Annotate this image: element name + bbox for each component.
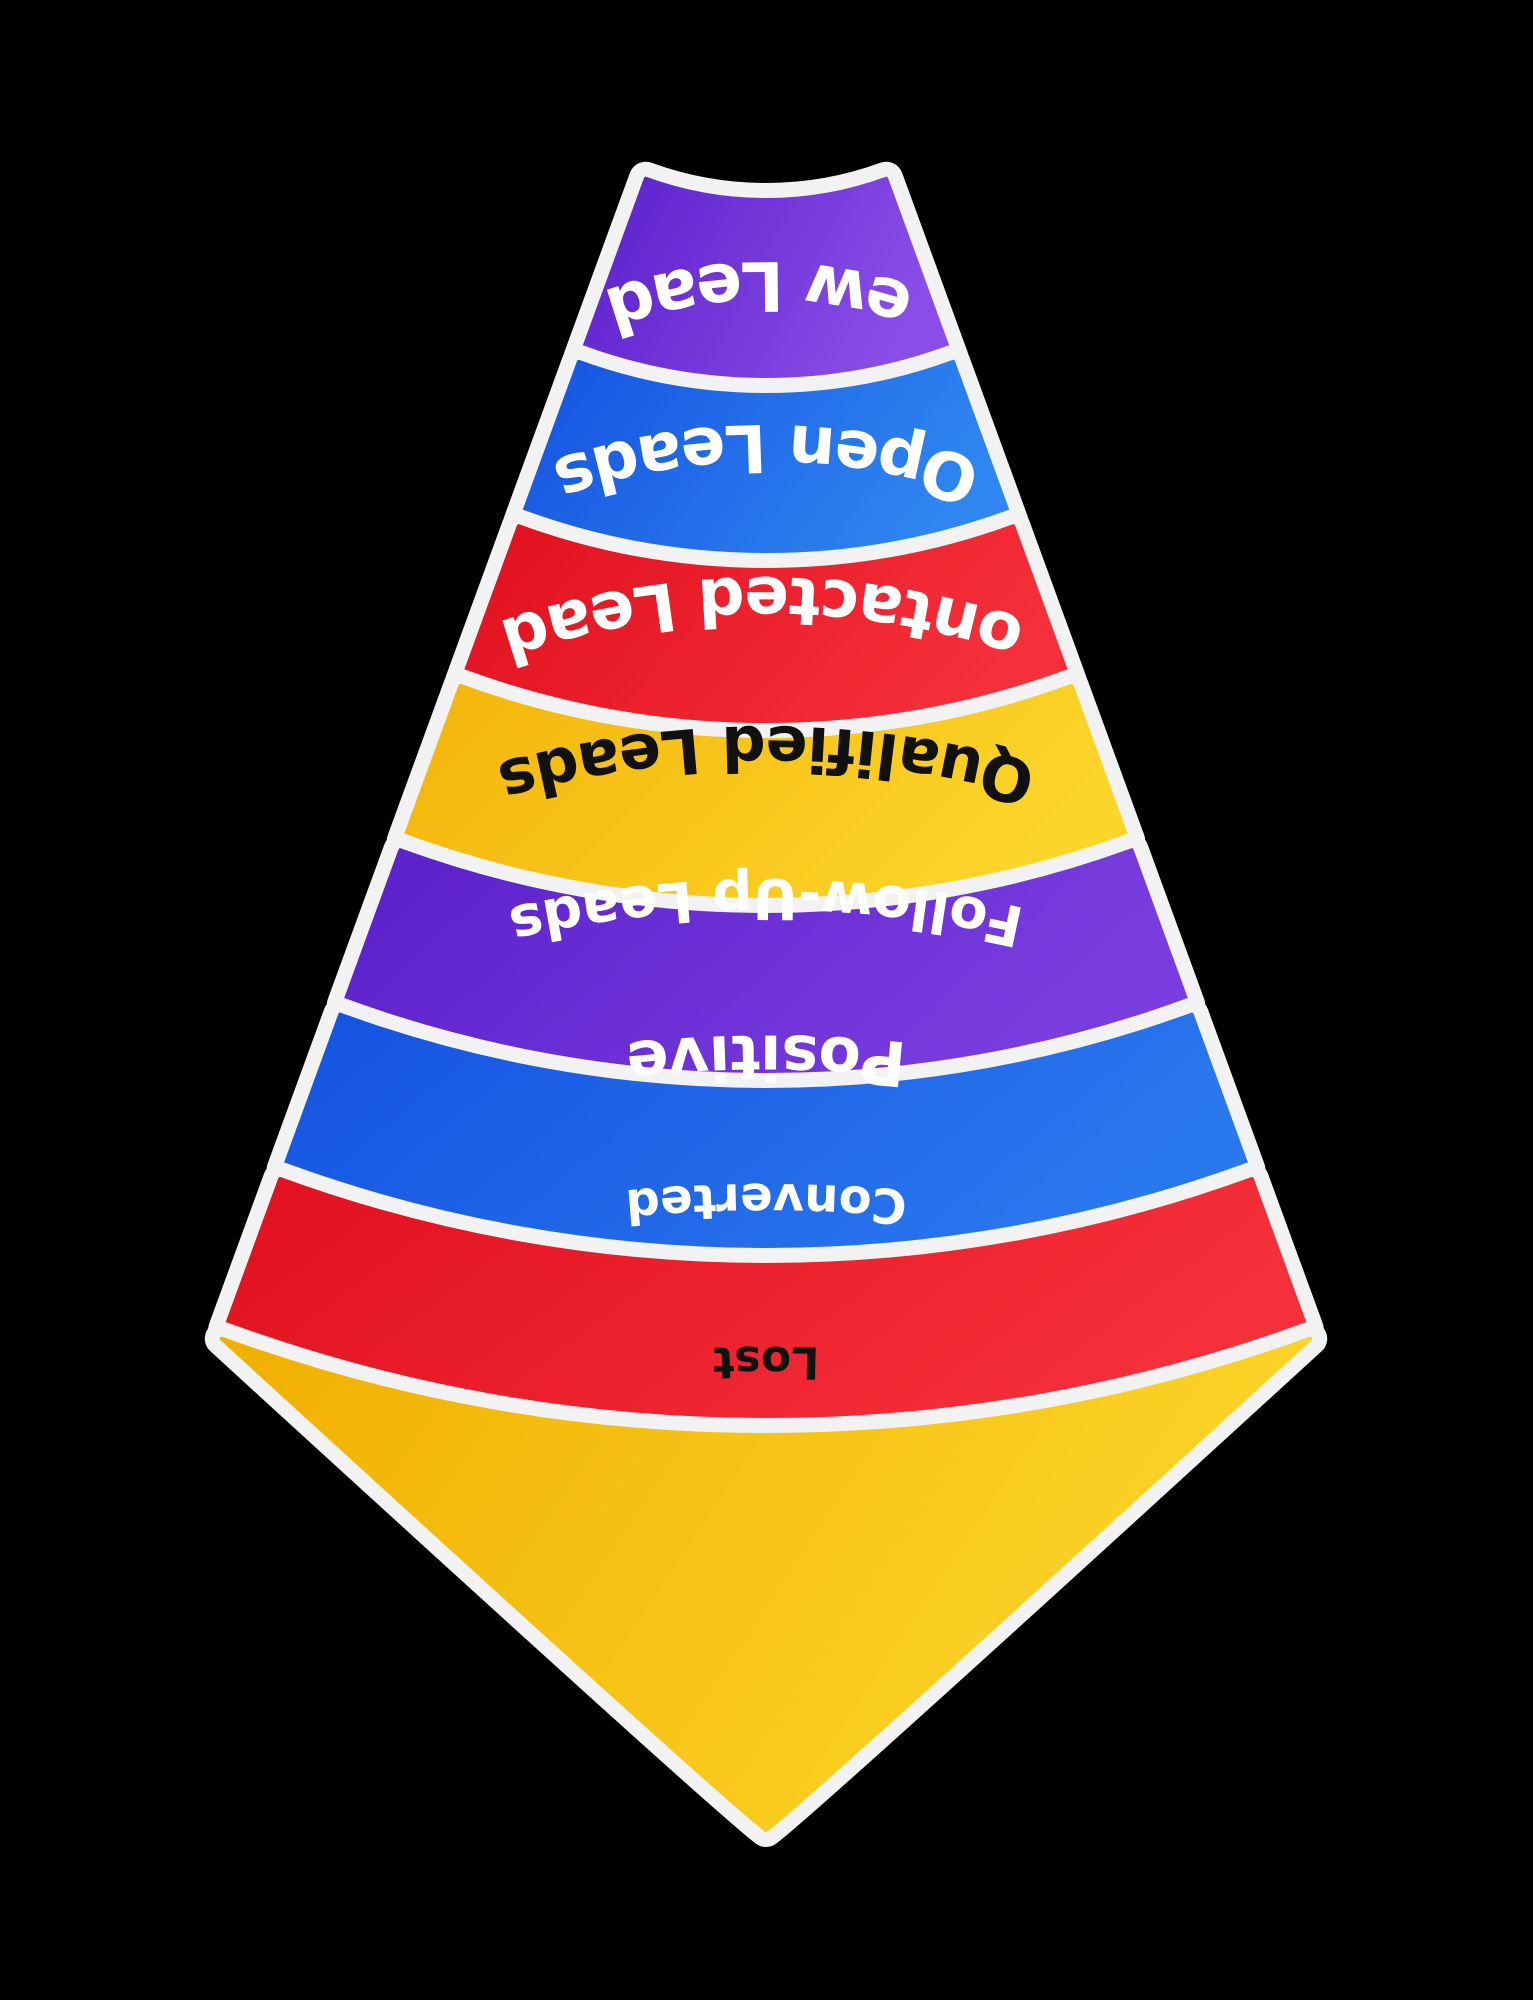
stage-label: Lost	[712, 1336, 820, 1388]
stage-label: New Leads	[0, 0, 920, 351]
stage-label-text: Positive	[623, 1020, 908, 1100]
funnel-stage-lost: Lost	[204, 1321, 1328, 1847]
stage-label: Positive	[623, 1020, 909, 1100]
stage-label: Converted	[623, 1172, 909, 1235]
funnel-stage-new-leads: New Leads	[0, 0, 969, 407]
stage-fill	[219, 1336, 1313, 1832]
funnel-stage-open-leads: Open Leads	[503, 344, 1029, 582]
stage-label-text: Converted	[623, 1172, 908, 1235]
stage-label-text: Lost	[712, 1336, 820, 1388]
stage-label-text: New Leads	[0, 0, 920, 351]
